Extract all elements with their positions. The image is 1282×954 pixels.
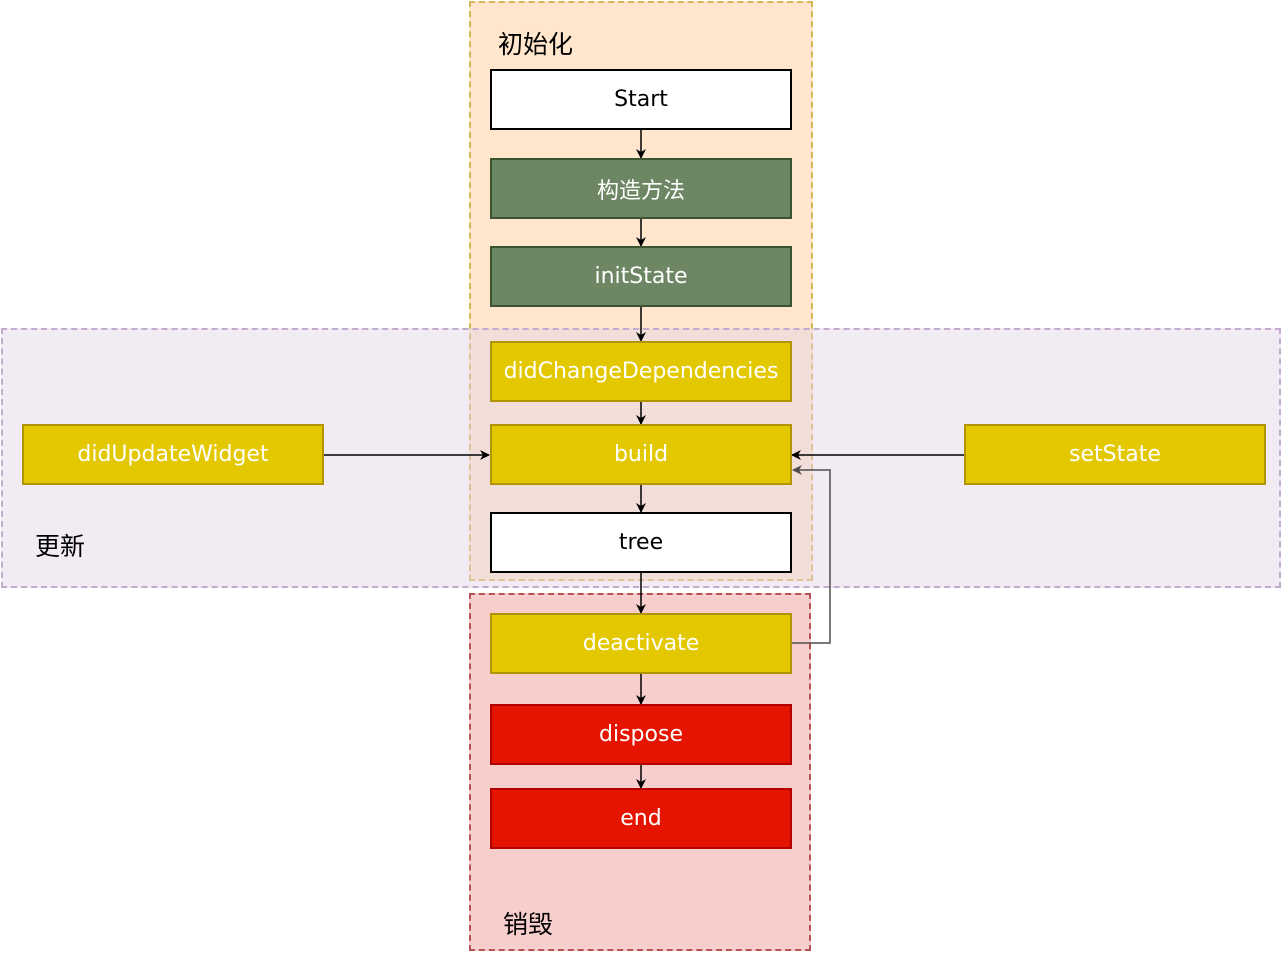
group-update-label: 更新 <box>35 532 86 561</box>
node-start: Start <box>490 69 792 130</box>
node-build: build <box>490 424 792 485</box>
node-end: end <box>490 788 792 849</box>
edge-deactivate-build <box>791 465 831 644</box>
node-init-state: initState <box>490 246 792 307</box>
node-dispose: dispose <box>490 704 792 765</box>
group-destroy-label: 销毁 <box>503 910 554 939</box>
node-tree: tree <box>490 512 792 573</box>
node-did-change-dependencies: didChangeDependencies <box>490 341 792 402</box>
node-deactivate: deactivate <box>490 613 792 674</box>
group-init-label: 初始化 <box>498 30 574 59</box>
node-did-update-widget: didUpdateWidget <box>22 424 324 485</box>
node-set-state: setState <box>964 424 1266 485</box>
node-constructor: 构造方法 <box>490 158 792 219</box>
